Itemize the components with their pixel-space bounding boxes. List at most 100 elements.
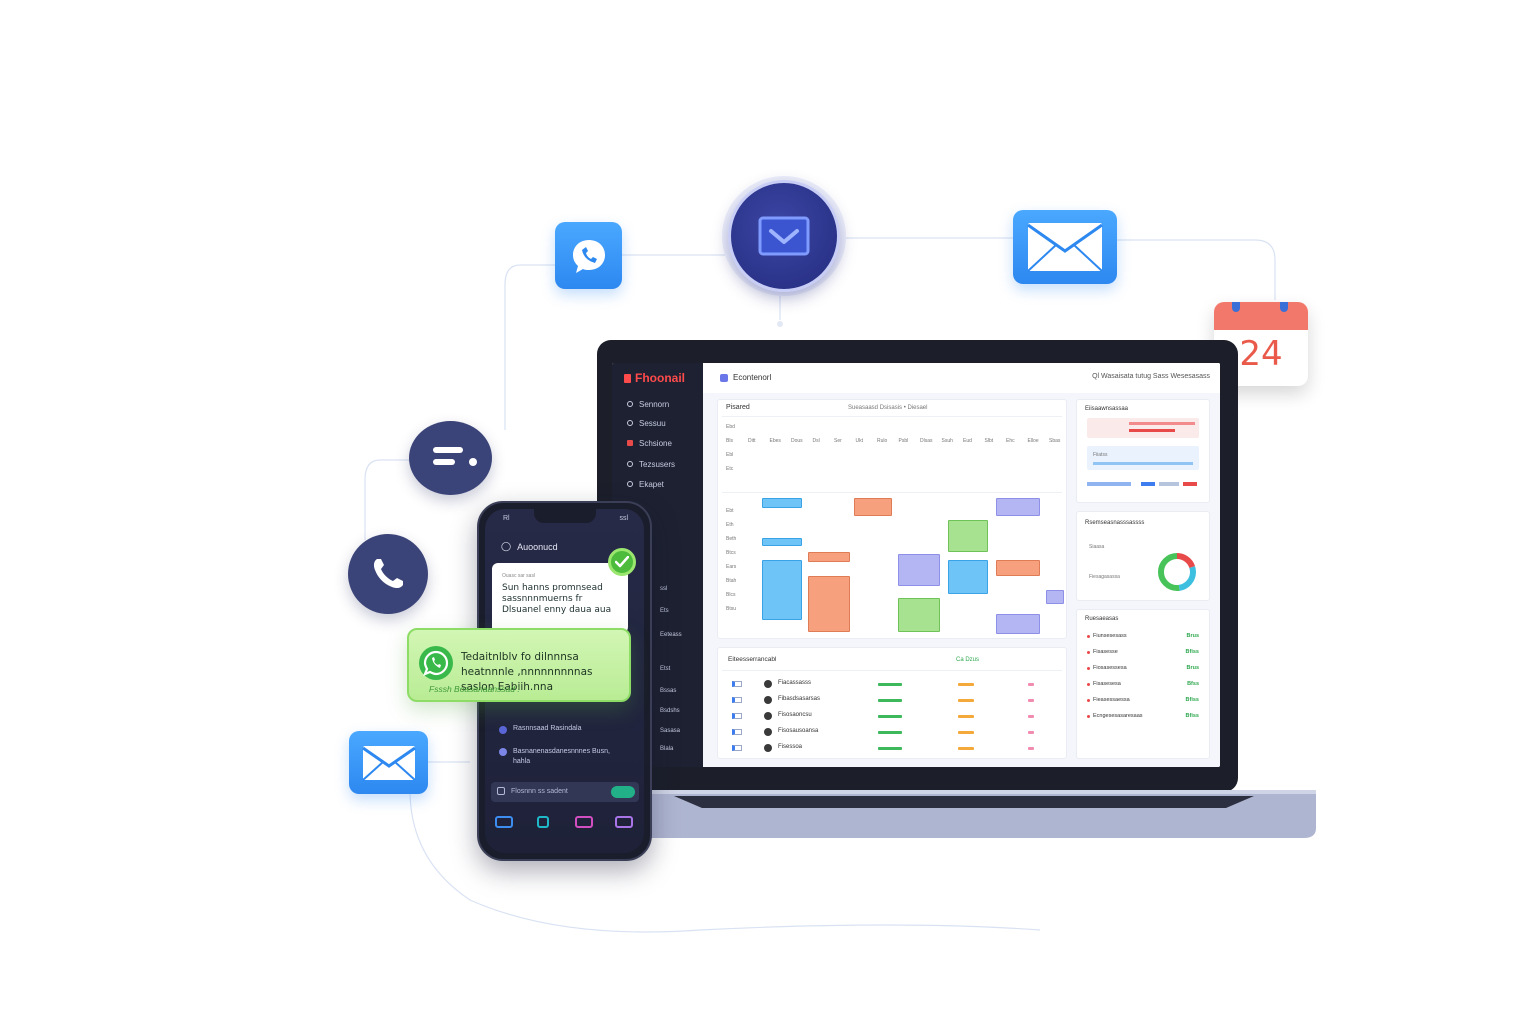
stats-card: Eiisaawnsassaa Fiiatss (1076, 399, 1210, 503)
brand-name: Fhoonail (635, 371, 685, 385)
nav-calls-icon[interactable] (575, 816, 593, 828)
time-label: Bls (726, 438, 733, 444)
divider (722, 492, 1062, 493)
mail-hub-icon[interactable] (722, 176, 846, 296)
sidebar-item[interactable]: Schsione (627, 437, 672, 449)
chip (1087, 482, 1131, 486)
dashboard-main: Econtenorl Ql Wasaisata tutug Sass Weses… (703, 363, 1220, 767)
time-label: Ears (726, 564, 737, 570)
calendar-event[interactable] (1046, 590, 1064, 604)
status-bar-left: Rl (503, 515, 510, 522)
status-dot-icon (1087, 683, 1090, 686)
calendar-event[interactable] (762, 538, 802, 546)
row-name: Fibasdsasarsas (778, 696, 821, 702)
calendar-event[interactable] (808, 552, 850, 562)
table-row[interactable]: Fisessoa (718, 742, 1058, 754)
phone-side-label: Sasasa (660, 728, 681, 734)
day-header: Dsl (812, 438, 820, 444)
list-item[interactable]: Rasnnsaad Rasindala (499, 725, 582, 734)
envelope-icon[interactable] (349, 731, 428, 794)
metric-label: Fiunsesesass (1093, 633, 1127, 639)
nav-home-icon[interactable] (495, 816, 513, 828)
metric-label: Fieasessaessa (1093, 697, 1130, 703)
day-header: Ehc (1006, 438, 1015, 444)
time-label: Ebl (726, 452, 734, 458)
progress-bar (878, 747, 902, 750)
envelope-icon[interactable] (1013, 210, 1117, 284)
calendar-ring (1232, 302, 1240, 312)
row-checkbox[interactable] (732, 713, 742, 719)
list-item[interactable]: Basnanenasdanesnnnes Busn, hahla (499, 747, 623, 767)
sidebar-item[interactable]: Sennorn (627, 398, 669, 410)
dashboard-topbar: Econtenorl Ql Wasaisata tutug Sass Weses… (703, 363, 1220, 393)
nav-chat-icon[interactable] (537, 816, 549, 828)
sidebar-item[interactable]: Tezsusers (627, 458, 675, 470)
row-checkbox[interactable] (732, 729, 742, 735)
nav-profile-icon[interactable] (615, 816, 633, 828)
sidebar-item[interactable]: Ekapet (627, 478, 664, 490)
calendar-event[interactable] (996, 560, 1040, 576)
schedule-toolbar[interactable]: Sueasaasd Dsisasis • Diesael (848, 405, 928, 411)
calendar-event[interactable] (854, 498, 892, 516)
attach-icon[interactable] (497, 787, 505, 795)
calendar-event[interactable] (996, 498, 1040, 516)
metric-value: Bfss (1187, 681, 1199, 687)
table-row[interactable]: Fisosaoncsu (718, 710, 1058, 722)
progress-bar (958, 683, 974, 686)
schedule-title: Pisared (726, 404, 750, 411)
message-lines-icon[interactable] (409, 421, 492, 495)
message-card[interactable]: Ouasc sar sasl Sun hanns promnsead sassn… (492, 563, 628, 633)
day-header: Rulo (877, 438, 888, 444)
calendar-event[interactable] (762, 560, 802, 620)
nav-circle-icon (627, 401, 633, 407)
message-input[interactable]: Flosnnn ss sadent (491, 782, 639, 802)
day-header: Ditt (748, 438, 756, 444)
progress-bar (1028, 747, 1034, 750)
stats-title: Eiisaawnsassaa (1085, 406, 1129, 412)
calendar-event[interactable] (948, 520, 988, 552)
table-row[interactable]: Fiacassasss (718, 678, 1058, 690)
progress-bar (878, 731, 902, 734)
divider (722, 670, 1062, 671)
summary-card: Rsemseasnasssassss Siaasa Fiesagasassa (1076, 511, 1210, 601)
send-button[interactable] (611, 786, 635, 798)
sidebar-item-label: Sessuu (639, 418, 666, 428)
calendar-event[interactable] (898, 598, 940, 632)
phone-side-label: ssl (660, 586, 668, 592)
calendar-event[interactable] (898, 554, 940, 586)
chat-bubble-icon[interactable] (555, 222, 622, 289)
back-icon[interactable]: ◯ (501, 541, 512, 551)
calendar-event[interactable] (996, 614, 1040, 634)
status-dot-icon (1087, 635, 1090, 638)
avatar (764, 696, 772, 704)
avatar (764, 728, 772, 736)
row-checkbox[interactable] (732, 681, 742, 687)
phone-side-label: Bssas (660, 688, 677, 694)
time-label: Beth (726, 536, 737, 542)
phone-icon[interactable] (348, 534, 428, 614)
chip (1159, 482, 1179, 486)
calendar-event[interactable] (808, 576, 850, 632)
topbar-actions[interactable]: Ql Wasaisata tutug Sass Wesesasass (1092, 373, 1210, 380)
sidebar-item[interactable]: Sessuu (627, 417, 666, 429)
calendar-event[interactable] (762, 498, 802, 508)
table-row[interactable]: Fisosausoansa (718, 726, 1058, 738)
day-header: Ebes (769, 438, 781, 444)
row-checkbox[interactable] (732, 745, 742, 751)
calendar-event[interactable] (948, 560, 988, 594)
sidebar-item-label: Sennorn (639, 399, 670, 409)
table-row[interactable]: Fibasdsasarsas (718, 694, 1058, 706)
brand-logo[interactable]: Fhoonail (624, 371, 685, 385)
notification-toast[interactable]: Tedaitnlblv fo dilnnnsa heatnnnle ,nnnnn… (407, 628, 631, 702)
progress-bar (958, 715, 974, 718)
row-checkbox[interactable] (732, 697, 742, 703)
